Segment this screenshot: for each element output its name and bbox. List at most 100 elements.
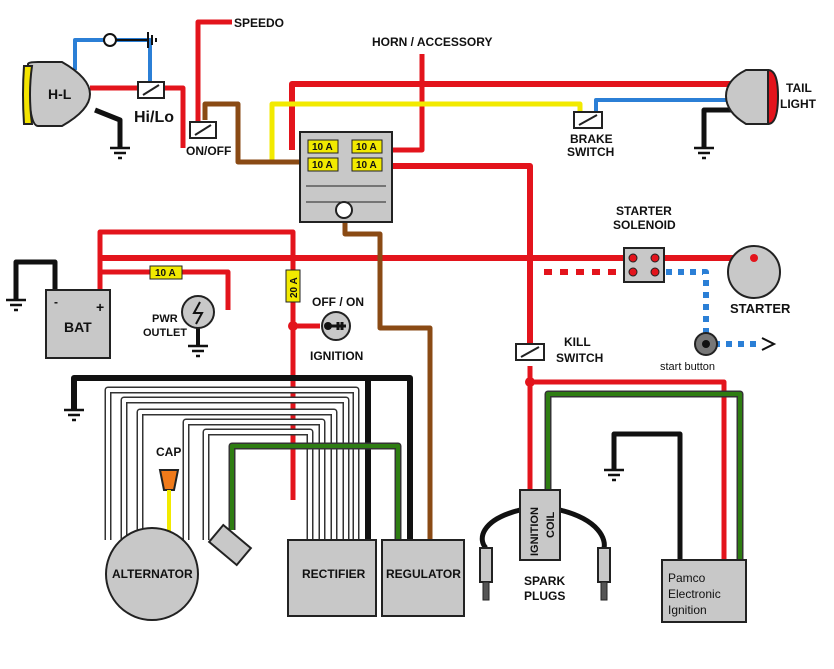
alternator-white-wire-4-core [184, 420, 324, 540]
ground-icon [694, 146, 714, 160]
hi-lo-label: Hi/Lo [134, 109, 174, 126]
ground-icon [6, 298, 26, 312]
pamco-label: Ignition [668, 603, 707, 617]
power-outlet[interactable]: PWR OUTLET [143, 295, 215, 339]
capacitor: CAP [156, 445, 181, 532]
fuse-10a [307, 157, 339, 172]
fuse-label: 10 A [356, 160, 377, 171]
brake-switch[interactable]: BRAKE SWITCH [567, 111, 614, 159]
cap-label: CAP [156, 445, 181, 459]
spark-plugs-label: SPARK [524, 574, 565, 588]
pamco-label: Electronic [668, 587, 721, 601]
wires [13, 19, 762, 560]
fuse-box: 10 A 10 A 10 A 10 A [299, 131, 393, 223]
ground-symbols [6, 32, 714, 482]
battery-label: BAT [64, 319, 92, 335]
pamco-ground-wire [611, 431, 683, 560]
tail-light-red-wire [289, 81, 730, 150]
spark-plug-right [597, 547, 611, 601]
green-wire-core [230, 444, 400, 540]
ignition-switch-label: OFF / ON [312, 295, 364, 309]
alternator-white-wire-5-core [204, 430, 312, 540]
headlight-label: H-L [48, 86, 72, 102]
fuse-10a [149, 265, 183, 280]
solenoid-label: STARTER [616, 204, 672, 218]
on-off-brown-wire [202, 101, 304, 165]
ignition-switch-label: IGNITION [310, 349, 363, 363]
ignition-coil-red-wire [527, 366, 727, 560]
start-button[interactable]: start button [660, 332, 777, 373]
battery-minus: - [54, 295, 58, 309]
fuse-10a [351, 157, 383, 172]
rectifier: RECTIFIER [287, 539, 377, 617]
fuse-label: 10 A [155, 268, 176, 279]
spark-plug-lead-right [559, 507, 607, 549]
tail-light: TAIL LIGHT [724, 68, 817, 126]
fuse-label: 10 A [312, 142, 333, 153]
regulator: REGULATOR [381, 539, 465, 617]
headlight: H-L [22, 61, 92, 127]
kill-feed-red-wire [382, 163, 533, 350]
pwr-outlet-label: OUTLET [143, 327, 187, 339]
on-off-label: ON/OFF [186, 144, 231, 158]
pickup-sensor [207, 523, 253, 567]
kill-switch-label: SWITCH [556, 351, 603, 365]
alternator-white-wire-3-core [138, 410, 336, 540]
rectifier-label: RECTIFIER [302, 567, 366, 581]
pwr-outlet-label: PWR [152, 313, 178, 325]
fuse-20a: 20 A [285, 269, 301, 303]
fuse-label: 10 A [356, 142, 377, 153]
horn-wire [382, 54, 425, 153]
green-wire [228, 442, 402, 540]
ground-icon [604, 468, 624, 482]
starter-solenoid: STARTER SOLENOID [613, 204, 676, 283]
headlight-ground-wire [94, 107, 123, 148]
battery: - + BAT [45, 289, 111, 359]
alternator-white-wire-2-core [122, 398, 348, 540]
spark-plug-left [479, 547, 493, 601]
tail-ground-wire [701, 107, 740, 148]
brake-switch-label: SWITCH [567, 145, 614, 159]
ignition-switch[interactable]: OFF / ON IGNITION [310, 295, 364, 363]
starter-motor: STARTER [727, 245, 791, 316]
tail-light-label: LIGHT [780, 97, 817, 111]
ground-icon [188, 344, 208, 358]
kill-switch[interactable]: KILL SWITCH [515, 335, 603, 365]
regulator-brown-wire [342, 222, 433, 540]
spark-plug-lead-left [479, 507, 521, 550]
junction-dot [525, 377, 535, 387]
fuse-label: 10 A [312, 160, 333, 171]
pamco-ignition: Pamco Electronic Ignition [661, 559, 747, 623]
hi-lo-wire [90, 85, 186, 148]
spark-plugs-label: PLUGS [524, 589, 565, 603]
ignition-coil: IGNITION COIL [519, 489, 561, 561]
hi-lo-switch[interactable]: Hi/Lo [134, 81, 174, 126]
key-icon [324, 322, 332, 330]
solenoid-label: SOLENOID [613, 218, 676, 232]
alternator-ground-wire [71, 375, 413, 540]
ground-icon [110, 146, 130, 160]
ground-icon [64, 408, 84, 422]
alternator-label: ALTERNATOR [112, 567, 193, 581]
battery-plus: + [96, 299, 104, 315]
speedo-wire [195, 19, 232, 132]
pamco-green-wire-core [546, 392, 742, 560]
fuse-10a [351, 139, 383, 154]
alternator: ALTERNATOR [105, 527, 199, 621]
ignition-coil-label: COIL [545, 511, 557, 538]
tail-light-label: TAIL [786, 81, 812, 95]
pwr-outlet-red-wire [98, 269, 231, 310]
battery-ground-wire [13, 259, 58, 300]
starter-label: STARTER [730, 301, 791, 316]
horn-accessory-label: HORN / ACCESSORY [372, 35, 492, 49]
brake-switch-label: BRAKE [570, 132, 613, 146]
start-button-label: start button [660, 361, 715, 373]
alternator-white-wire-1-core [106, 388, 358, 540]
on-off-switch[interactable]: ON/OFF [186, 121, 231, 158]
fuse-label: 20 A [289, 277, 300, 298]
kill-switch-label: KILL [564, 335, 591, 349]
pamco-label: Pamco [668, 571, 706, 585]
ignition-coil-label: IGNITION [529, 507, 541, 556]
speedo-label: SPEEDO [234, 16, 284, 30]
